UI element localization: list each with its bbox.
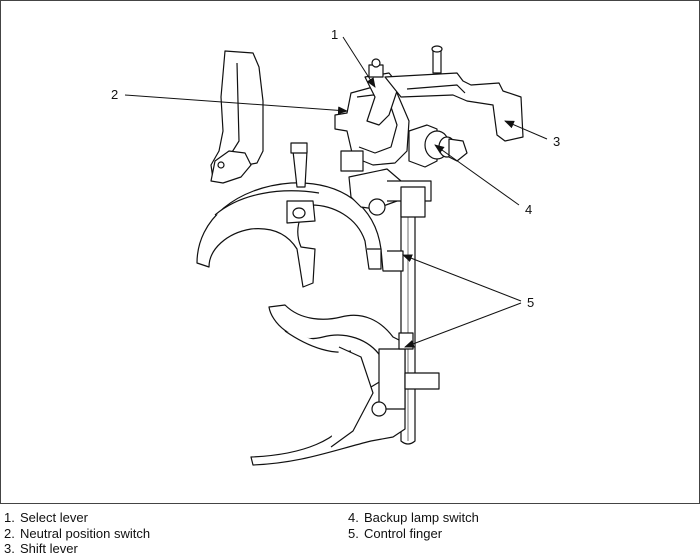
leader-5a [402, 254, 522, 302]
legend-item: 4.Backup lamp switch [348, 510, 479, 525]
legend-label: Select lever [20, 510, 88, 525]
legend-label: Backup lamp switch [364, 510, 479, 525]
legend-item: 1.Select lever [4, 510, 88, 525]
left-bracket [210, 50, 264, 184]
legend-label: Shift lever [20, 541, 78, 556]
shift-mechanism-drawing: 1 2 3 4 5 [111, 27, 560, 466]
callout-3: 3 [553, 134, 560, 149]
legend-label: Neutral position switch [20, 525, 151, 541]
leader-4 [434, 144, 520, 206]
callout-1: 1 [331, 27, 338, 42]
legend-label: Control finger [364, 525, 443, 541]
leader-1 [342, 36, 376, 88]
upper-shift-fork [196, 142, 404, 288]
legend: 1.Select lever 2.Neutral position switch… [0, 510, 700, 558]
lower-shift-fork [250, 304, 440, 466]
shift-lever-arm [384, 45, 524, 142]
legend-item: 5.Control finger [348, 525, 443, 541]
leader-5b [404, 302, 522, 348]
callout-4: 4 [525, 202, 532, 217]
callout-5: 5 [527, 295, 534, 310]
callout-2: 2 [111, 87, 118, 102]
legend-column-left: 1.Select lever 2.Neutral position switch… [4, 510, 150, 557]
legend-item: 2.Neutral position switch [4, 525, 151, 541]
legend-item: 3.Shift lever [4, 541, 78, 556]
diagram-frame: 1 2 3 4 5 [0, 0, 700, 504]
backup-lamp-switch [408, 124, 468, 168]
legend-column-right: 4.Backup lamp switch 5.Control finger [348, 510, 479, 541]
leader-2 [124, 94, 348, 115]
leader-3 [504, 120, 548, 140]
